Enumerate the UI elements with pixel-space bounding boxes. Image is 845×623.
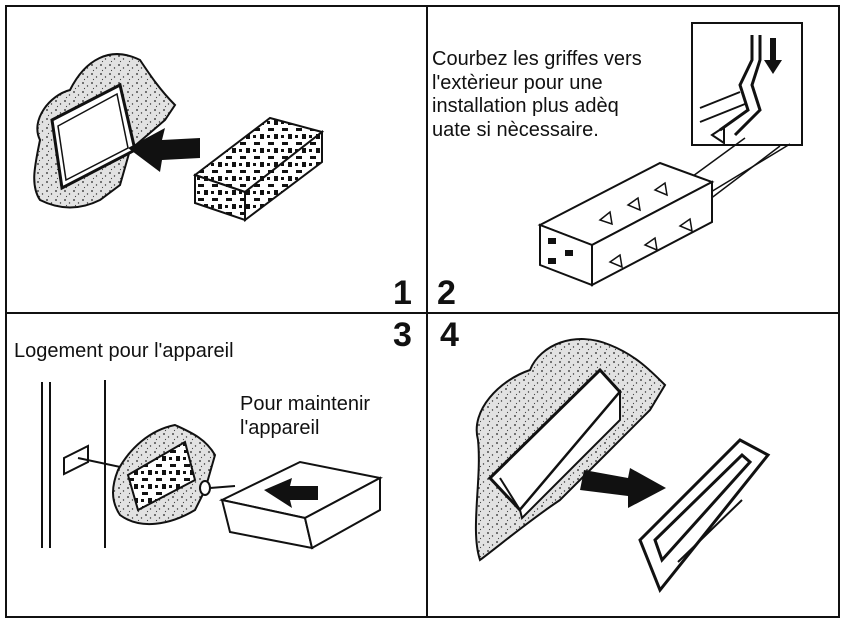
step-number-4: 4 bbox=[440, 316, 459, 354]
step-3-caption: Logement pour l'appareil bbox=[14, 340, 234, 362]
remove-arrow bbox=[580, 468, 666, 508]
sleeve-with-claws-illustration bbox=[537, 161, 715, 287]
step-number-3: 3 bbox=[393, 316, 412, 354]
insert-arrow bbox=[128, 128, 200, 172]
step-number-1: 1 bbox=[393, 274, 412, 312]
dashboard-cutout-illustration bbox=[474, 338, 667, 562]
mounting-sleeve-illustration bbox=[192, 116, 325, 223]
claw-detail-inset bbox=[691, 22, 803, 146]
speckled-panel-with-sleeve bbox=[112, 423, 217, 526]
trim-frame-illustration bbox=[638, 438, 771, 593]
step-number-2: 2 bbox=[437, 274, 456, 312]
panel-frame bbox=[5, 5, 840, 618]
radio-unit-illustration bbox=[218, 460, 383, 550]
screw-icon bbox=[199, 480, 236, 496]
step-3-secondary-caption: Pour maintenir l'appareil bbox=[240, 393, 371, 439]
step-2-caption: Courbez les griffes vers l'extèrieur pou… bbox=[432, 48, 642, 141]
dashboard-opening-illustration bbox=[33, 53, 177, 209]
